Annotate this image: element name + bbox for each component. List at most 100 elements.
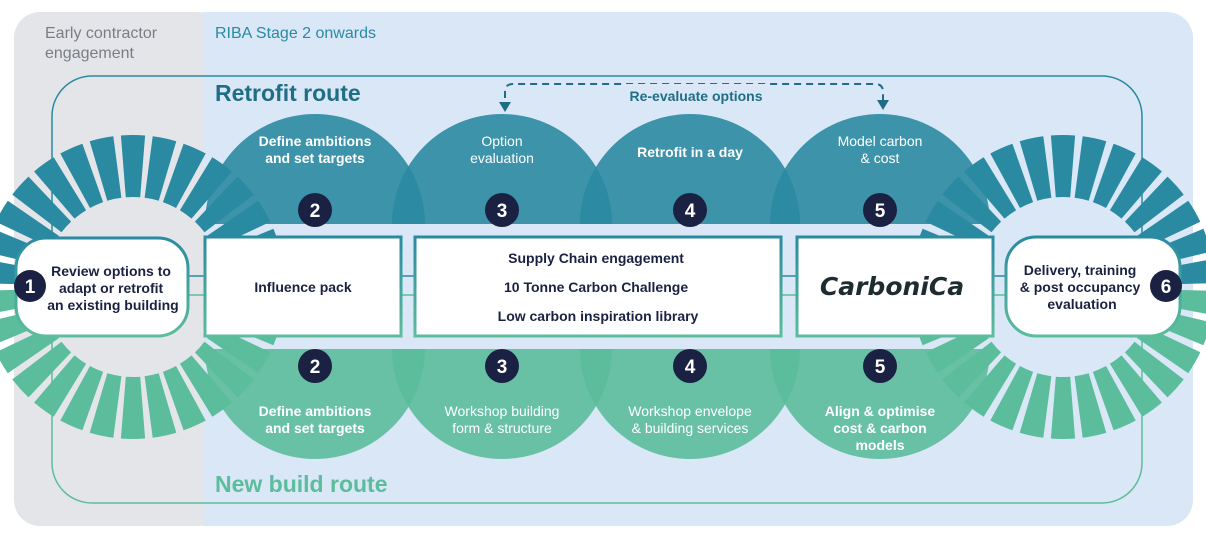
step-1-badge: 1: [14, 270, 46, 302]
retrofit-step-5-label: Model carbon& cost: [838, 133, 923, 166]
ring-segment: [1109, 355, 1162, 417]
ring-segment: [925, 325, 989, 374]
ring-segment: [990, 143, 1034, 208]
ring-segment: [120, 135, 146, 198]
newbuild-step-5-badge: 5: [863, 349, 897, 383]
retrofit-step-disc: [392, 114, 612, 224]
end-text: Delivery, training & post occupancy eval…: [1020, 262, 1144, 312]
newbuild-step-3-badge: 3: [485, 349, 519, 383]
carbonica-logo: CarboniCa: [820, 272, 964, 301]
ring-segment: [1124, 341, 1184, 398]
early-engagement-label: Early contractor engagement: [45, 25, 162, 62]
newbuild-route-title: New build route: [215, 471, 388, 497]
retrofit-route-title: Retrofit route: [215, 80, 361, 106]
influence-pack-box: [203, 235, 403, 338]
svg-text:3: 3: [497, 357, 508, 378]
riba-stage-label: RIBA Stage 2 onwards: [215, 25, 376, 42]
ring-segment: [144, 373, 177, 438]
re-evaluate-arrowhead-left: [499, 102, 511, 112]
ring-segment: [34, 157, 87, 219]
ring-segment: [60, 366, 104, 431]
svg-text:2: 2: [310, 357, 321, 378]
svg-text:5: 5: [875, 201, 886, 222]
ring-segment: [1050, 135, 1076, 198]
ring-segment: [1019, 136, 1052, 201]
newbuild-step-disc: [770, 349, 990, 459]
retrofit-step-3-badge: 3: [485, 193, 519, 227]
ring-segment: [12, 341, 72, 398]
ring-segment: [1092, 143, 1136, 208]
retrofit-step-4-label: Retrofit in a day: [637, 144, 743, 160]
newbuild-step-disc: [392, 349, 612, 459]
ring-segment: [1074, 136, 1107, 201]
ring-segment: [1019, 373, 1052, 438]
svg-text:4: 4: [685, 201, 696, 222]
retrofit-step-disc: [205, 114, 425, 224]
retrofit-step-discs: [205, 114, 990, 224]
retrofit-step-4-badge: 4: [673, 193, 707, 227]
ring-segment: [89, 136, 122, 201]
ring-segment: [120, 376, 146, 439]
svg-text:2: 2: [310, 201, 321, 222]
svg-text:5: 5: [875, 357, 886, 378]
ring-segment: [1074, 373, 1107, 438]
ring-segment: [144, 136, 177, 201]
center-tools-text: Supply Chain engagement 10 Tonne Carbon …: [498, 250, 699, 324]
re-evaluate-arrowhead-right: [877, 100, 889, 110]
ring-segment: [0, 200, 59, 249]
ring-segment: [942, 341, 1002, 398]
influence-pack-label: Influence pack: [254, 279, 351, 295]
re-evaluate-label: Re-evaluate options: [629, 88, 762, 104]
newbuild-step-discs: [205, 349, 990, 459]
newbuild-step-disc: [205, 349, 425, 459]
step-6-badge: 6: [1150, 270, 1182, 302]
ring-segment: [89, 373, 122, 438]
ring-segment: [179, 157, 232, 219]
newbuild-step-disc: [580, 349, 800, 459]
ring-segment: [990, 366, 1034, 431]
ring-segment: [162, 366, 206, 431]
ring-segment: [207, 325, 271, 374]
svg-text:6: 6: [1161, 277, 1172, 298]
re-evaluate-arrow: [504, 83, 884, 110]
ring-segment: [1109, 157, 1162, 219]
inspiration-library-label: Low carbon inspiration library: [498, 308, 699, 324]
newbuild-step-2-badge: 2: [298, 349, 332, 383]
svg-text:3: 3: [497, 201, 508, 222]
carbon-challenge-label: 10 Tonne Carbon Challenge: [504, 279, 688, 295]
retrofit-step-disc: [770, 114, 990, 224]
ring-segment: [942, 176, 1002, 233]
supply-chain-label: Supply Chain engagement: [508, 250, 684, 266]
center-tools-box: [413, 235, 783, 338]
ring-segment: [1050, 376, 1076, 439]
ring-segment: [12, 176, 72, 233]
ring-segment: [34, 355, 87, 417]
ring-segment: [194, 176, 254, 233]
ring-segment: [964, 355, 1017, 417]
newbuild-step-4-label: Workshop envelope& building services: [628, 403, 752, 436]
ring-segment: [964, 157, 1017, 219]
ring-segment: [162, 143, 206, 208]
newbuild-step-4-badge: 4: [673, 349, 707, 383]
carbonica-box: [795, 235, 995, 338]
ring-segment: [194, 341, 254, 398]
ring-segment: [1092, 366, 1136, 431]
retrofit-step-2-badge: 2: [298, 193, 332, 227]
ring-segment: [0, 325, 59, 374]
ring-segment: [1124, 176, 1184, 233]
retrofit-step-5-badge: 5: [863, 193, 897, 227]
start-text: Review options to adapt or retrofit an e…: [47, 263, 178, 313]
ring-segment: [179, 355, 232, 417]
ring-segment: [1137, 325, 1201, 374]
svg-text:4: 4: [685, 357, 696, 378]
retrofit-step-disc: [580, 114, 800, 224]
svg-text:1: 1: [25, 277, 36, 298]
